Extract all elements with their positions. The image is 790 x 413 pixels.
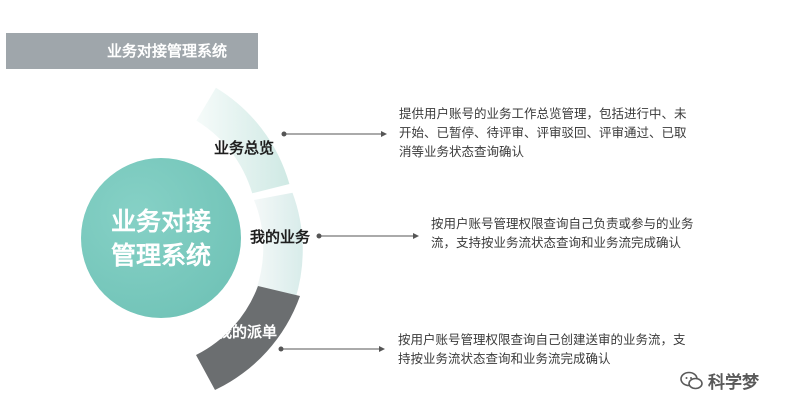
desc-line: 开始、已暂停、待评审、评审驳回、评审通过、已取 xyxy=(399,125,687,140)
module-label-my-business: 我的业务 xyxy=(250,228,311,246)
module-label-my-dispatch: 我的派单 xyxy=(217,323,278,341)
watermark: 科学梦 xyxy=(680,368,759,393)
page-title: 业务对接管理系统 xyxy=(107,42,228,60)
center-circle xyxy=(81,158,241,318)
title-bar xyxy=(6,33,258,69)
desc-line: 按用户账号管理权限查询自己负责或参与的业务 xyxy=(431,216,694,231)
desc-my-dispatch: 按用户账号管理权限查询自己创建送审的业务流，支 持按业务流状态查询和业务流完成确… xyxy=(398,330,686,368)
module-label-overview: 业务总览 xyxy=(214,139,275,157)
center-title: 业务对接 管理系统 xyxy=(84,205,238,273)
desc-line: 消等业务状态查询确认 xyxy=(399,144,525,159)
watermark-text: 科学梦 xyxy=(708,373,759,393)
desc-my-business: 按用户账号管理权限查询自己负责或参与的业务 流，支持按业务流状态查询和业务流完成… xyxy=(431,214,694,252)
desc-line: 流，支持按业务流状态查询和业务流完成确认 xyxy=(431,235,682,250)
segment-my-dispatch[interactable] xyxy=(196,286,300,390)
desc-line: 提供用户账号的业务工作总览管理，包括进行中、未 xyxy=(399,106,687,121)
desc-overview: 提供用户账号的业务工作总览管理，包括进行中、未 开始、已暂停、待评审、评审驳回、… xyxy=(399,104,687,161)
center-title-line1: 业务对接 xyxy=(110,207,211,236)
segment-overview[interactable] xyxy=(196,87,290,194)
desc-line: 持按业务流状态查询和业务流完成确认 xyxy=(398,351,611,366)
center-title-line2: 管理系统 xyxy=(110,241,211,270)
desc-line: 按用户账号管理权限查询自己创建送审的业务流，支 xyxy=(398,332,686,347)
connector-1 xyxy=(281,131,387,137)
connector-3 xyxy=(278,346,385,352)
wechat-icon xyxy=(680,371,703,389)
connector-2 xyxy=(316,233,419,239)
segment-my-business[interactable] xyxy=(254,192,303,300)
